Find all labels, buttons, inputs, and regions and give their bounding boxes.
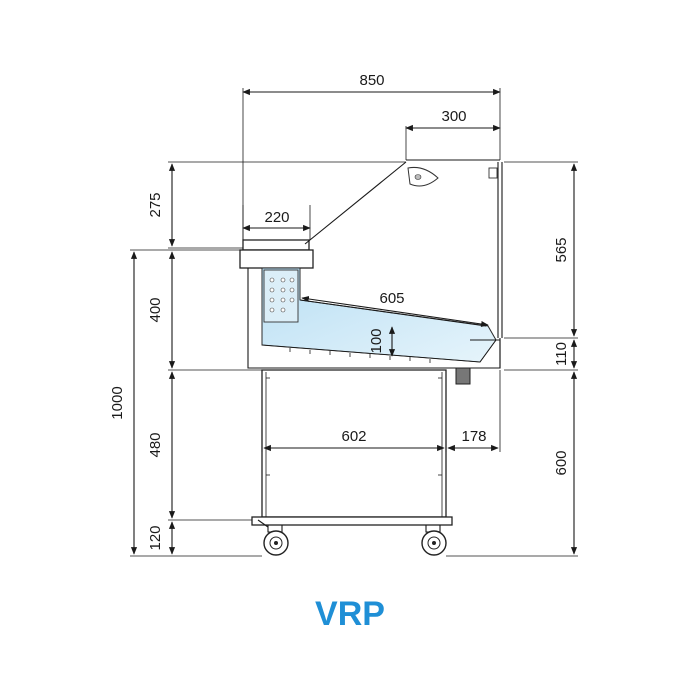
rear-shelf	[242, 239, 310, 251]
food-container	[263, 269, 299, 323]
base-plinth	[251, 516, 453, 526]
dim-480: 480	[147, 432, 164, 457]
cabinet-ticks	[266, 377, 442, 476]
rear-shelf-lip	[239, 249, 314, 269]
dim-600: 600	[553, 450, 570, 475]
dim-120: 120	[147, 525, 164, 550]
caster-left	[257, 519, 289, 556]
sloped-glass	[304, 161, 407, 245]
front-base-fill	[479, 339, 497, 363]
dim-100: 100	[368, 328, 385, 353]
dim-605-line	[301, 295, 489, 328]
dim-850: 850	[359, 72, 384, 89]
dim-178: 178	[461, 428, 486, 445]
tray-bottom-edge	[261, 344, 481, 363]
lamp-bulb	[414, 174, 422, 180]
drain-valve	[455, 367, 471, 385]
dim-220: 220	[264, 209, 289, 226]
dim-300: 300	[441, 108, 466, 125]
dim-400: 400	[147, 297, 164, 322]
glass-clip	[488, 167, 498, 179]
canopy-lamp	[407, 167, 439, 187]
dim-605: 605	[379, 290, 404, 307]
front-base	[470, 339, 501, 369]
dim-565: 565	[553, 237, 570, 262]
caster-right	[421, 525, 447, 556]
dim-1000: 1000	[109, 386, 126, 419]
dim-110: 110	[553, 342, 570, 366]
dim-275: 275	[147, 192, 164, 217]
dim-602: 602	[341, 428, 366, 445]
dimension-lines	[130, 88, 578, 555]
extension-lines	[130, 88, 578, 557]
model-label: VRP	[315, 595, 385, 633]
perforation-holes	[269, 277, 295, 313]
display-case	[239, 159, 503, 556]
